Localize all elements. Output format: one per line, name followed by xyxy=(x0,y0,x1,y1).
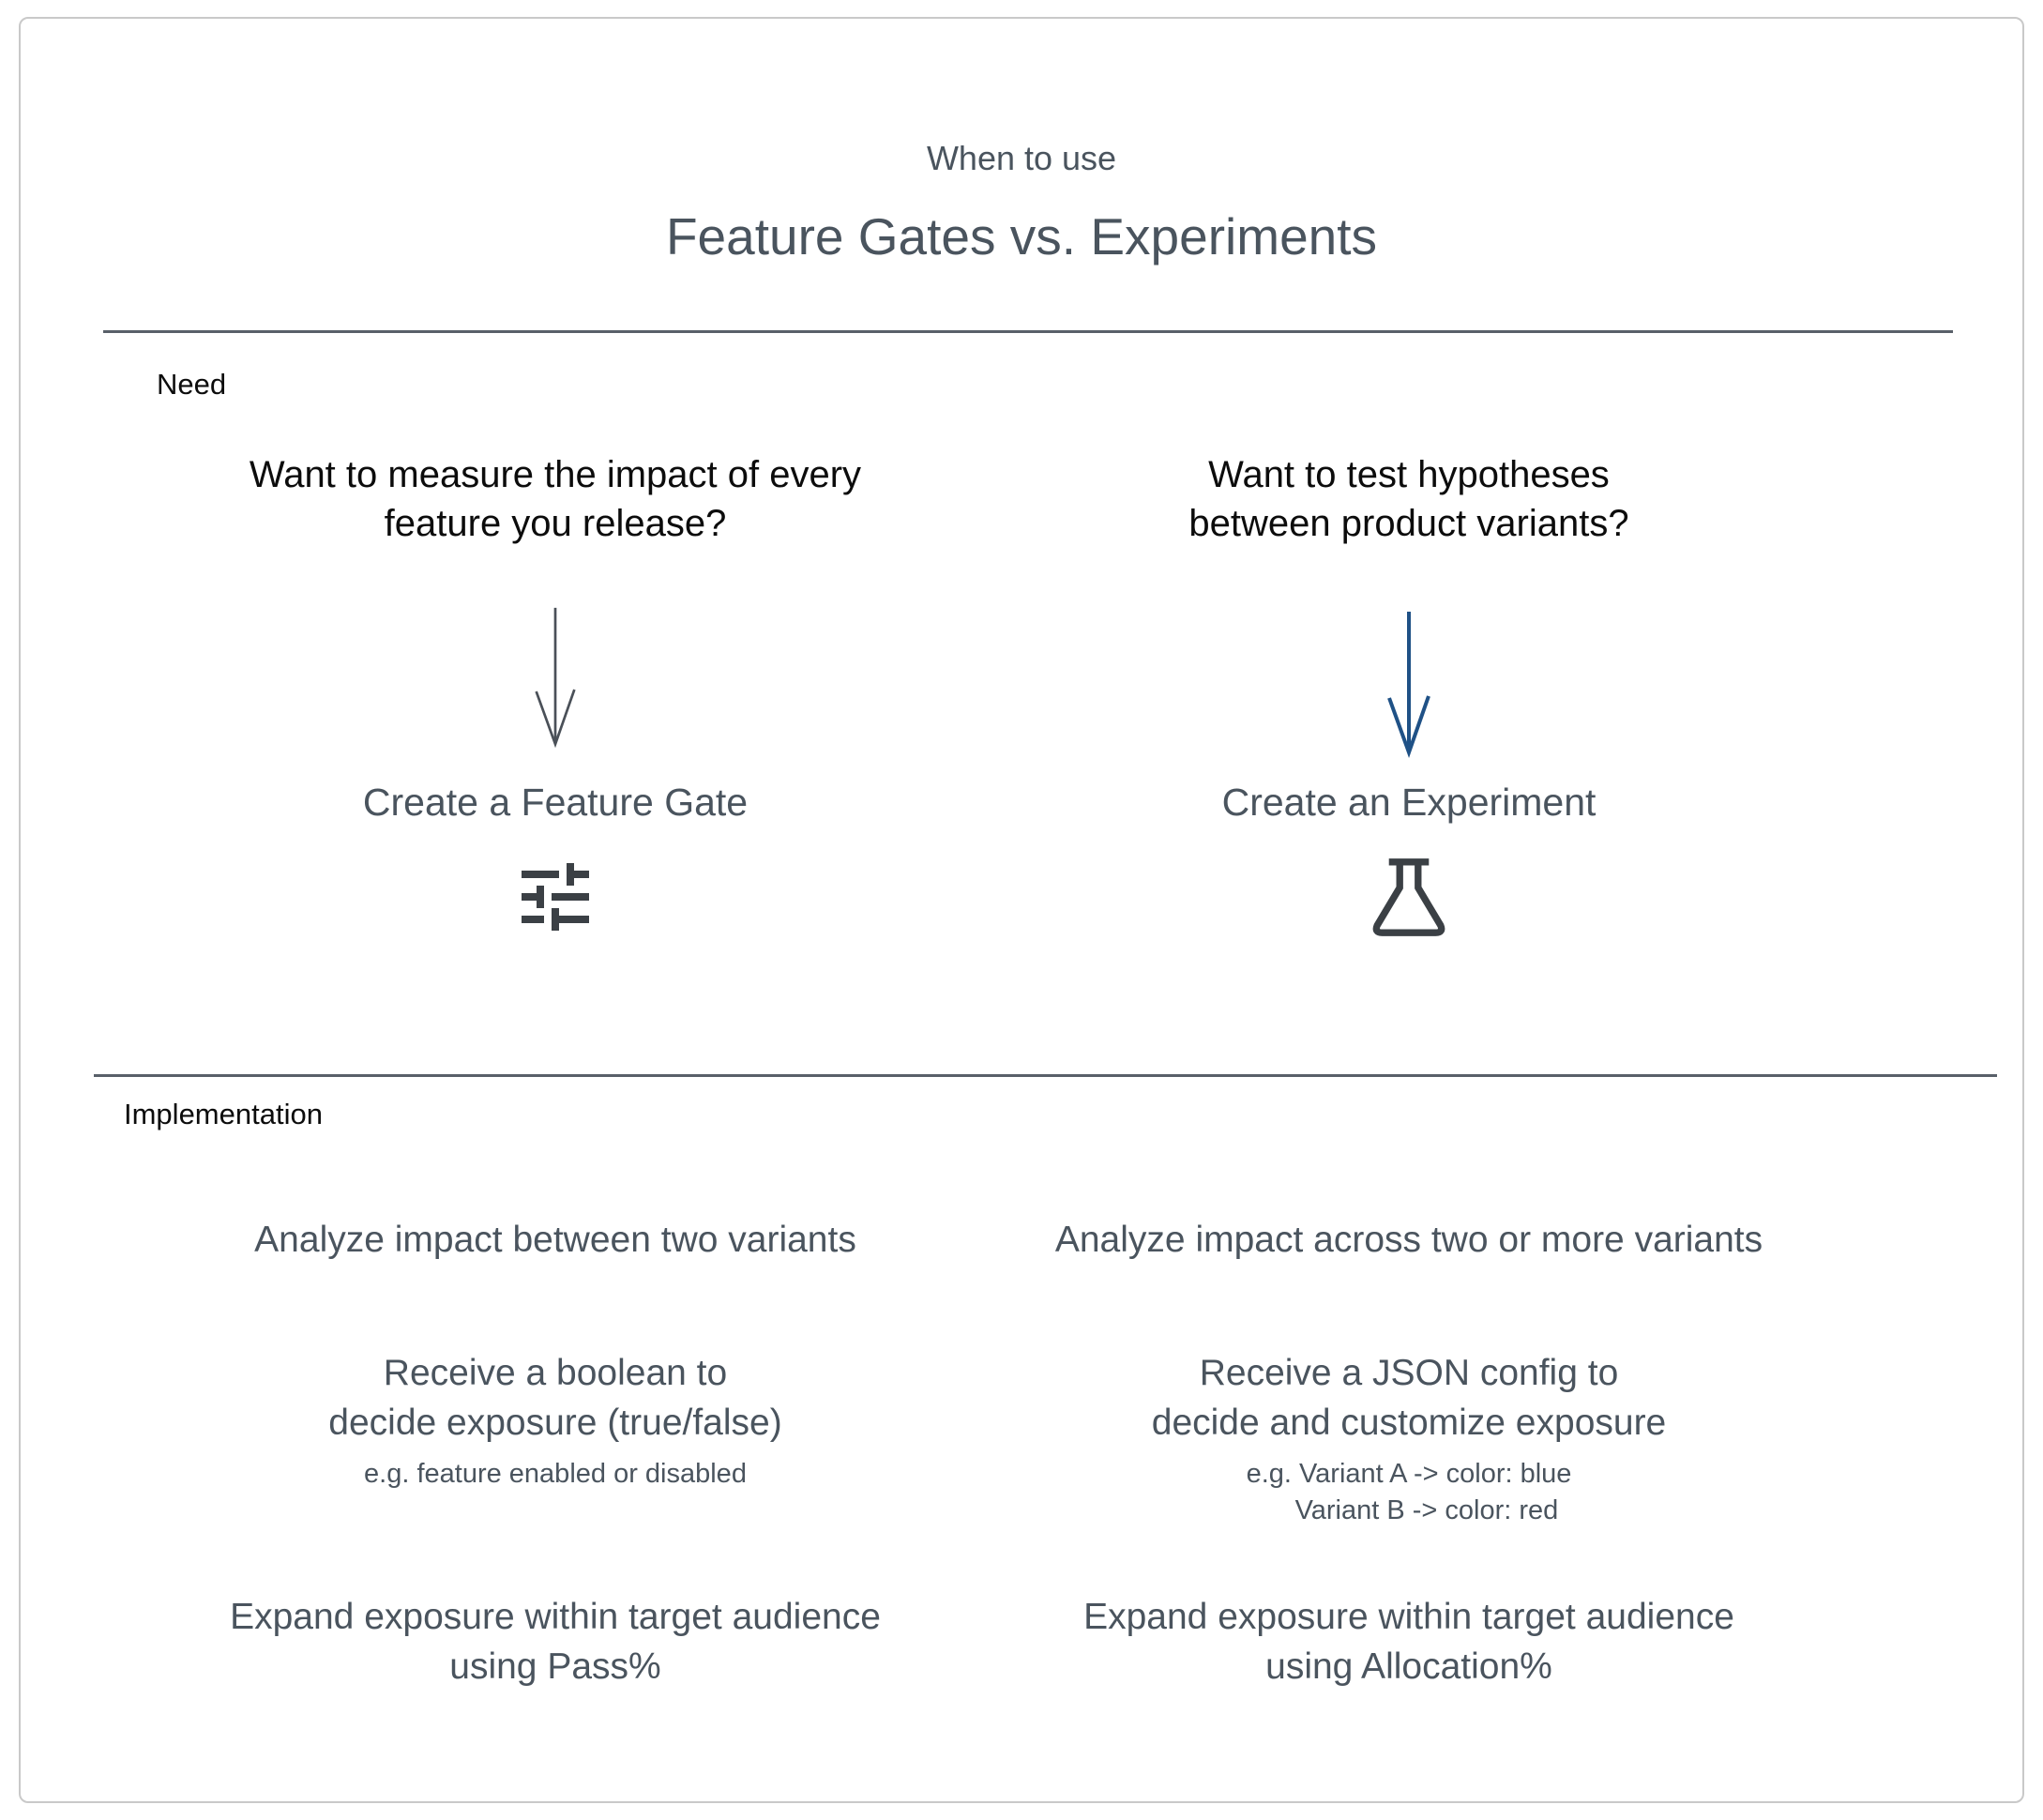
slide-canvas: When to use Feature Gates vs. Experiment… xyxy=(19,17,2024,1803)
feature-gate-receive-text: Receive a boolean to decide exposure (tr… xyxy=(86,1349,1024,1448)
feature-gate-receive-line1: Receive a boolean to xyxy=(383,1353,728,1393)
feature-gate-example-line1: e.g. feature enabled or disabled xyxy=(364,1459,747,1489)
experiment-question: Want to test hypotheses between product … xyxy=(996,450,1822,548)
experiment-action-label: Create an Experiment xyxy=(1221,781,1597,824)
need-section-divider xyxy=(103,330,1953,333)
slide-title: Feature Gates vs. Experiments xyxy=(665,207,1378,265)
feature-gate-question-line2: feature you release? xyxy=(384,503,727,544)
feature-gate-expand-line1: Expand exposure within target audience xyxy=(230,1597,881,1637)
experiment-example-line2: Variant B -> color: red xyxy=(1294,1495,1559,1526)
feature-gate-icon-row xyxy=(86,852,1024,942)
experiment-receive-line2: decide and customize exposure xyxy=(1151,1402,1667,1443)
implementation-section-label: Implementation xyxy=(124,1098,323,1130)
feature-gate-example-text: e.g. feature enabled or disabled xyxy=(86,1456,1024,1493)
implementation-experiment-column: Analyze impact across two or more varian… xyxy=(996,1220,1822,1745)
experiment-analyze-text: Analyze impact across two or more varian… xyxy=(1054,1220,1763,1260)
down-arrow-blue-icon xyxy=(1387,612,1430,758)
down-arrow-gray-icon xyxy=(535,607,576,749)
experiment-expand-line1: Expand exposure within target audience xyxy=(1083,1597,1734,1637)
feature-gate-question: Want to measure the impact of every feat… xyxy=(86,450,1024,548)
experiment-icon-row xyxy=(996,852,1822,940)
feature-gate-question-line1: Want to measure the impact of every xyxy=(249,454,862,495)
feature-gate-arrow xyxy=(86,605,1024,751)
feature-gate-expand-text: Expand exposure within target audience u… xyxy=(86,1593,1024,1691)
flask-icon xyxy=(1372,858,1445,936)
experiment-question-line2: between product variants? xyxy=(1188,503,1629,544)
slide-subtitle: When to use xyxy=(926,139,1117,177)
feature-gate-receive-line2: decide exposure (true/false) xyxy=(328,1402,782,1443)
need-experiment-column: Want to test hypotheses between product … xyxy=(996,450,1822,994)
experiment-example-line1: e.g. Variant A -> color: blue xyxy=(1246,1459,1572,1489)
feature-gate-action-label: Create a Feature Gate xyxy=(362,781,749,824)
experiment-arrow xyxy=(996,605,1822,763)
experiment-example-text: e.g. Variant A -> color: blue Variant B … xyxy=(996,1456,1822,1529)
feature-gate-example-block: e.g. feature enabled or disabled xyxy=(364,1456,747,1493)
experiment-question-line1: Want to test hypotheses xyxy=(1208,454,1610,495)
experiment-receive-line1: Receive a JSON config to xyxy=(1199,1353,1619,1393)
implementation-section-divider xyxy=(94,1074,1997,1077)
experiment-receive-text: Receive a JSON config to decide and cust… xyxy=(996,1349,1822,1448)
feature-gate-expand-line2: using Pass% xyxy=(449,1646,661,1687)
experiment-expand-text: Expand exposure within target audience u… xyxy=(996,1593,1822,1691)
tune-sliders-icon xyxy=(522,863,589,931)
need-feature-gate-column: Want to measure the impact of every feat… xyxy=(86,450,1024,994)
experiment-example-block: e.g. Variant A -> color: blue Variant B … xyxy=(1247,1456,1572,1529)
experiment-expand-line2: using Allocation% xyxy=(1265,1646,1552,1687)
need-section-label: Need xyxy=(157,368,227,401)
feature-gate-analyze-text: Analyze impact between two variants xyxy=(254,1220,856,1260)
implementation-feature-gate-column: Analyze impact between two variants Rece… xyxy=(86,1220,1024,1745)
